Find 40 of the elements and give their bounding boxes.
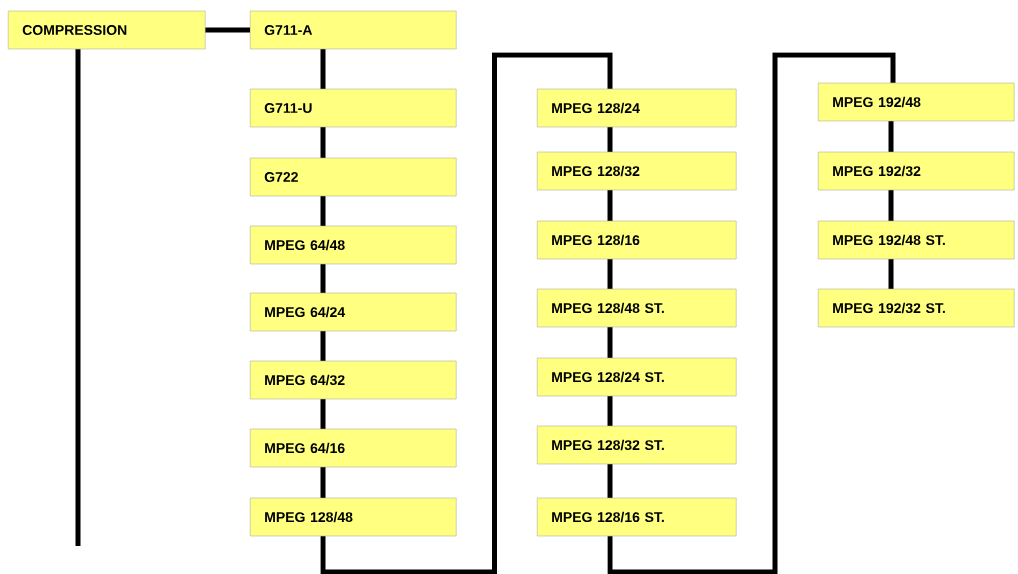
code-box: MPEG 128/16 [537, 220, 737, 260]
code-box: G711-U [250, 88, 457, 128]
connector-line [320, 127, 326, 158]
code-box: MPEG 128/24 [537, 88, 737, 128]
connector-line [320, 49, 326, 89]
connector-line [607, 327, 613, 358]
code-box: MPEG 128/48 [250, 497, 457, 537]
connector-line [888, 259, 894, 289]
code-box: MPEG 128/32 [537, 151, 737, 191]
connector-line [320, 331, 326, 361]
code-box: MPEG 128/48 ST. [537, 288, 737, 328]
connector-line [320, 264, 326, 293]
code-box: MPEG 64/48 [250, 225, 457, 265]
connector-line [607, 190, 613, 221]
code-box: MPEG 192/48 ST. [818, 220, 1015, 260]
connector-line [888, 121, 894, 152]
connector-line [607, 396, 613, 426]
code-box: COMPRESSION [8, 10, 206, 50]
code-box: MPEG 64/24 [250, 292, 457, 332]
code-box: G711-A [250, 10, 457, 50]
connector-line [607, 127, 613, 152]
connector-line [607, 464, 613, 498]
connector-line [320, 196, 326, 226]
code-box: MPEG 64/16 [250, 428, 457, 468]
code-box: MPEG 128/16 ST. [537, 497, 737, 537]
code-box: G722 [250, 157, 457, 197]
code-box: MPEG 192/32 [818, 151, 1015, 191]
code-box: MPEG 192/48 [818, 82, 1015, 122]
connector-line [607, 52, 896, 574]
code-box: MPEG 64/32 [250, 360, 457, 400]
connector-line [320, 467, 326, 498]
connector-line [888, 190, 894, 221]
code-box: MPEG 128/32 ST. [537, 425, 737, 465]
code-box: MPEG 128/24 ST. [537, 357, 737, 397]
connector-line [205, 27, 250, 33]
connector-line [320, 52, 613, 574]
connector-line [607, 259, 613, 289]
code-box: MPEG 192/32 ST. [818, 288, 1015, 328]
connector-line [320, 399, 326, 429]
connector-line [75, 49, 81, 546]
